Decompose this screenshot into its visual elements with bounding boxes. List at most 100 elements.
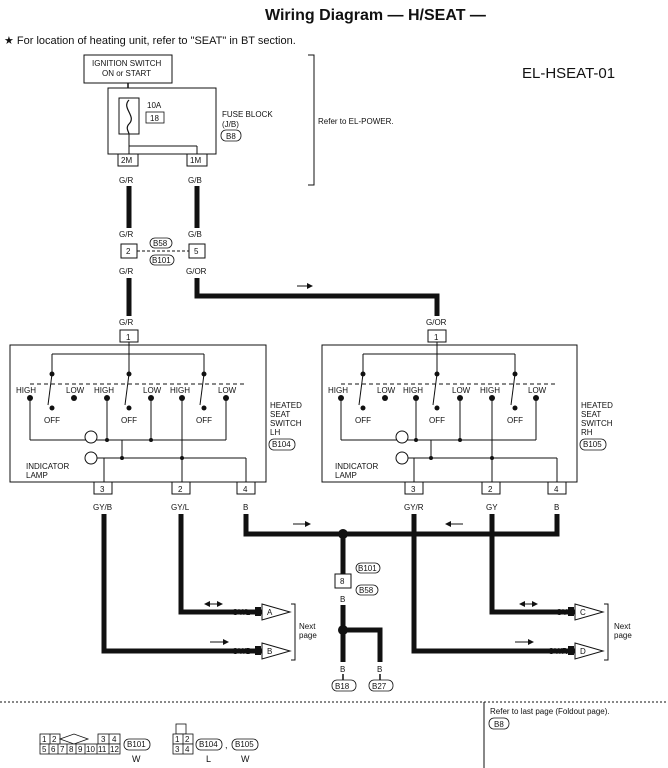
next-page-c-marker (574, 603, 605, 621)
fuse-block-label-1: FUSE BLOCK (222, 110, 273, 119)
lh-pin-4: 4 (243, 485, 248, 494)
ignition-switch: IGNITION SWITCH ON or START (83, 54, 173, 84)
lh-switch-connector: B104 (272, 440, 291, 449)
heated-seat-switch-lh: 1 HIGH LOW HIGH LOW HIGH LOW OFF OFF OFF (9, 329, 302, 495)
footer-conn-b101: B101 (127, 740, 146, 749)
lh-off-1: OFF (44, 416, 60, 425)
terminal-1m: 1M (190, 156, 201, 165)
connector-b104-face: 1 2 3 4 B104 L , B105 W (172, 723, 259, 764)
connector-b101-face: 1 2 3 4 5 6 7 8 9 10 11 12 B101 W (39, 733, 151, 764)
b101-pin-10: 10 (86, 745, 95, 754)
next-page-a: A (267, 608, 273, 617)
wire-label-gy-2: GY (556, 608, 568, 617)
rh-switch-name-2: SEAT (581, 410, 601, 419)
wire-label-gb-1: G/B (188, 176, 202, 185)
joint-conn-b58: B58 (153, 239, 168, 248)
next-page-c: C (580, 608, 586, 617)
rh-high-2: HIGH (403, 386, 423, 395)
ignition-label-1: IGNITION SWITCH (92, 59, 162, 68)
next-page-d: D (580, 647, 586, 656)
foldout-connector: B8 (494, 720, 504, 729)
lh-high-2: HIGH (94, 386, 114, 395)
b101-pin-9: 9 (78, 745, 83, 754)
wire-label-gyb-1: GY/B (93, 503, 112, 512)
wire-label-b-ground-2: B (340, 595, 345, 604)
wire-label-gor-2: G/OR (426, 318, 447, 327)
lh-switch-name-1: HEATED (270, 401, 302, 410)
rh-low-2: LOW (452, 386, 471, 395)
rh-pin-1: 1 (434, 333, 439, 342)
lh-pin-2: 2 (178, 485, 183, 494)
lh-switch-name-2: SEAT (270, 410, 290, 419)
rh-indicator-lamp-2 (395, 451, 409, 465)
wire-label-gyl-2: GY/L (232, 608, 251, 617)
wire-ground-lh (243, 514, 343, 537)
next-page-lh-text-2: page (299, 631, 317, 640)
rh-pin-4: 4 (554, 485, 559, 494)
rh-pin-3: 3 (411, 485, 416, 494)
lh-low-2: LOW (143, 386, 162, 395)
rh-indicator-lamp-1 (395, 430, 409, 444)
next-page-b: B (267, 647, 272, 656)
rh-indicator-label-2: LAMP (335, 471, 357, 480)
footer-conn-b101-color: W (132, 754, 141, 764)
diagram-code: EL-HSEAT-01 (522, 65, 615, 82)
wire-label-b-ground-4: B (377, 665, 382, 674)
next-page-b-marker (261, 642, 292, 660)
joint-pin-2: 2 (126, 247, 131, 256)
heated-seat-switch-rh: 1 HIGH LOW HIGH LOW HIGH LOW OFF OFF OFF (321, 329, 613, 495)
ground-conn-b101: B101 (358, 564, 377, 573)
b101-pin-12: 12 (110, 745, 119, 754)
next-page-a-marker (261, 603, 292, 621)
fuse-number: 18 (150, 114, 159, 123)
wire-label-gy-1: GY (486, 503, 498, 512)
wire-gyb (101, 514, 262, 654)
ground-point-b27: B27 (372, 682, 387, 691)
footer-conn-b105: B105 (235, 740, 254, 749)
lh-indicator-lamp-1 (84, 430, 98, 444)
wire-label-gyb-2: GY/B (232, 647, 251, 656)
rh-high-1: HIGH (328, 386, 348, 395)
footer-separator: , (225, 740, 228, 750)
ground-point-b18: B18 (335, 682, 350, 691)
wire-label-b-ground-3: B (340, 665, 345, 674)
rh-switch-name-4: RH (581, 428, 593, 437)
rh-switch-connector: B105 (583, 440, 602, 449)
next-page-rh-text-1: Next (614, 622, 631, 631)
b101-pin-11: 11 (98, 745, 107, 754)
rh-switch-name-3: SWITCH (581, 419, 613, 428)
ground-pin-8: 8 (340, 577, 345, 586)
page-title: Wiring Diagram — H/SEAT — (265, 7, 486, 24)
next-page-rh-text-2: page (614, 631, 632, 640)
rh-off-1: OFF (355, 416, 371, 425)
wire-label-gr-1: G/R (119, 176, 133, 185)
wire-label-b-ground-1: B (340, 559, 345, 568)
lh-switch-name-3: SWITCH (270, 419, 302, 428)
next-page-lh-text-1: Next (299, 622, 316, 631)
lh-pin-1: 1 (126, 333, 131, 342)
foldout-note: Refer to last page (Foldout page). (490, 707, 610, 716)
lh-switch-name-4: LH (270, 428, 280, 437)
fuse-symbol (118, 97, 140, 135)
wire-label-gb-2: G/B (188, 230, 202, 239)
fuse-block: 10A 18 FUSE BLOCK (J/B) B8 (107, 87, 273, 155)
rh-pin-2: 2 (488, 485, 493, 494)
wire-label-gr-4: G/R (119, 318, 133, 327)
joint-pin-5: 5 (194, 247, 199, 256)
b101-pin-4: 4 (112, 735, 117, 744)
wire-label-gyr-1: GY/R (404, 503, 424, 512)
lh-high-1: HIGH (16, 386, 36, 395)
lh-indicator-label-2: LAMP (26, 471, 48, 480)
b101-pin-5: 5 (42, 745, 47, 754)
b101-pin-1: 1 (42, 735, 47, 744)
lh-indicator-label-1: INDICATOR (26, 462, 69, 471)
joint-connector-b58-b101: 2 5 B58 B101 (120, 237, 206, 266)
wire-label-b-lh: B (243, 503, 248, 512)
footer-conn-b105-color: W (241, 754, 250, 764)
wire-label-b-rh: B (554, 503, 559, 512)
lh-indicator-lamp-2 (84, 451, 98, 465)
b104-pin-2: 2 (185, 735, 190, 744)
wire-label-gor-1: G/OR (186, 267, 207, 276)
